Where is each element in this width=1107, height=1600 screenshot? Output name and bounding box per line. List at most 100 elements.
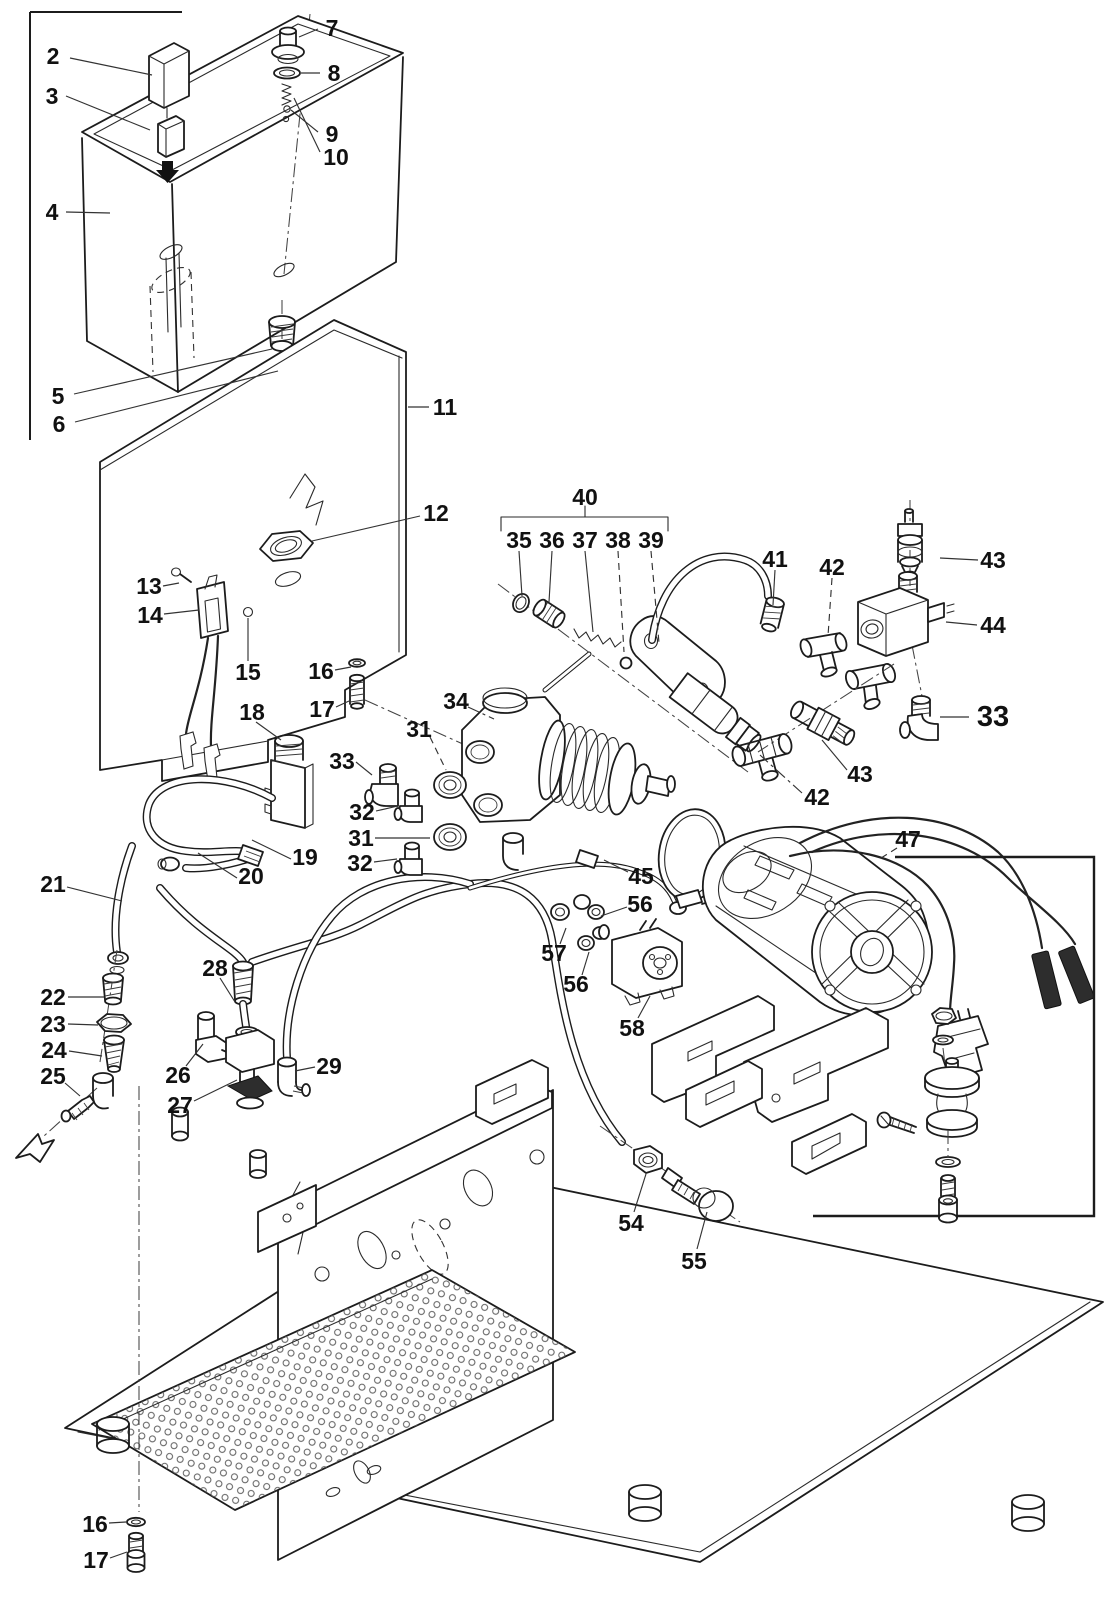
upper-hose-41 bbox=[648, 552, 897, 710]
leader-line-l12 bbox=[311, 515, 421, 542]
leader-line-l58 bbox=[637, 995, 651, 1019]
spade-connector bbox=[1058, 945, 1095, 1004]
leader-line-l25 bbox=[64, 1082, 81, 1097]
tank-inlet-valve bbox=[271, 26, 305, 123]
part-label-l31a: 31 bbox=[406, 716, 432, 742]
leader-line-l5 bbox=[73, 348, 273, 395]
part-label-l9: 9 bbox=[326, 121, 339, 147]
part-label-l12: 12 bbox=[423, 500, 449, 526]
leader-line-l3 bbox=[65, 95, 151, 131]
part-label-l37: 37 bbox=[572, 527, 598, 553]
chassis-base bbox=[64, 1059, 1104, 1573]
part-label-l42b: 42 bbox=[804, 784, 830, 810]
pump-assembly bbox=[364, 687, 676, 876]
pressure-switch-group bbox=[550, 894, 683, 1006]
leader-line-l55 bbox=[696, 1211, 708, 1250]
leader-line-l18 bbox=[255, 721, 282, 741]
part-label-l17b: 17 bbox=[83, 1547, 109, 1573]
part-label-l6: 6 bbox=[53, 411, 66, 437]
pump-clamp-ribs bbox=[538, 719, 676, 816]
pressure-switch bbox=[598, 918, 683, 1006]
part-label-l24: 24 bbox=[41, 1037, 67, 1063]
part-label-l20: 20 bbox=[238, 863, 264, 889]
leader-line-l43a bbox=[939, 557, 979, 561]
part-label-l22: 22 bbox=[40, 984, 66, 1010]
part-label-l15: 15 bbox=[235, 659, 261, 685]
spade-connector bbox=[1031, 950, 1062, 1010]
solenoid-body bbox=[264, 734, 314, 829]
part-label-l7: 7 bbox=[326, 15, 339, 41]
leader-line-l41 bbox=[772, 569, 776, 606]
leader-line-l19 bbox=[251, 839, 292, 860]
part-label-l47: 47 bbox=[895, 826, 921, 852]
leader-line-l42b bbox=[759, 754, 803, 794]
part-label-l4: 4 bbox=[46, 199, 59, 225]
valve-and-fittings bbox=[195, 960, 311, 1110]
solenoid-valve-group bbox=[731, 500, 955, 782]
leader-line-l44 bbox=[945, 621, 978, 626]
part-label-l36: 36 bbox=[539, 527, 565, 553]
level-sensor bbox=[170, 567, 254, 782]
part-label-l10: 10 bbox=[323, 144, 349, 170]
leader-line-l34 bbox=[467, 706, 495, 720]
leader-line-l38 bbox=[617, 550, 625, 653]
leader-line-l16b bbox=[108, 1521, 127, 1524]
part-label-l55: 55 bbox=[681, 1248, 707, 1274]
leader-line-l27 bbox=[193, 1079, 238, 1102]
leader-line-l16a bbox=[334, 666, 352, 671]
part-label-l56a: 56 bbox=[627, 891, 653, 917]
part-label-l34: 34 bbox=[443, 688, 469, 714]
part-label-l45: 45 bbox=[628, 863, 654, 889]
leader-line-l57 bbox=[559, 927, 567, 945]
tank-cap bbox=[148, 42, 190, 119]
leader-line-l56a bbox=[600, 906, 628, 917]
float-insert bbox=[156, 115, 185, 183]
leader-line-l43b bbox=[821, 739, 848, 771]
machine-feet bbox=[96, 1416, 1045, 1532]
leader-line-l37 bbox=[584, 550, 594, 633]
part-label-l27: 27 bbox=[167, 1092, 193, 1118]
leader-line-l56b bbox=[581, 951, 590, 976]
part-label-l39: 39 bbox=[638, 527, 664, 553]
part-label-l8: 8 bbox=[328, 60, 341, 86]
leader-line-l32b bbox=[373, 858, 398, 863]
leader-line-l29 bbox=[294, 1066, 316, 1072]
elbow-29 bbox=[277, 1056, 311, 1097]
leader-line-l24 bbox=[68, 1050, 103, 1057]
panel-screw bbox=[348, 658, 366, 710]
part-label-l57: 57 bbox=[541, 940, 567, 966]
drip-tray bbox=[91, 1269, 576, 1511]
base-screw bbox=[126, 1086, 146, 1573]
water-tank bbox=[81, 13, 404, 398]
part-label-l17a: 17 bbox=[309, 696, 335, 722]
mounting-brackets bbox=[651, 995, 980, 1224]
part-label-l54: 54 bbox=[618, 1210, 644, 1236]
part-label-l25: 25 bbox=[40, 1063, 66, 1089]
part-label-l42a: 42 bbox=[819, 554, 845, 580]
part-label-l21: 21 bbox=[40, 871, 66, 897]
part-label-l29: 29 bbox=[316, 1053, 342, 1079]
leader-line-l33a bbox=[355, 761, 373, 776]
motor bbox=[702, 816, 1095, 1091]
mounting-strip bbox=[257, 1059, 867, 1253]
leader-line-l2 bbox=[69, 57, 153, 76]
part-label-l26: 26 bbox=[165, 1062, 191, 1088]
leader-line-l35 bbox=[518, 550, 523, 597]
leader-line-l45 bbox=[603, 859, 629, 873]
leader-line-l39 bbox=[650, 550, 660, 644]
leader-line-l47 bbox=[877, 847, 898, 861]
leader-lines bbox=[64, 28, 979, 1559]
part-label-l14: 14 bbox=[137, 602, 163, 628]
part-label-l5: 5 bbox=[52, 383, 65, 409]
part-label-l19: 19 bbox=[292, 844, 318, 870]
part-label-l40: 40 bbox=[572, 484, 598, 510]
part-label-l16a: 16 bbox=[308, 658, 334, 684]
leader-line-l10 bbox=[293, 97, 321, 153]
pump-port-fittings bbox=[364, 763, 467, 876]
leader-line-l32a bbox=[375, 805, 399, 812]
part-label-l58: 58 bbox=[619, 1015, 645, 1041]
leader-line-l42a bbox=[827, 577, 833, 637]
part-label-l41: 41 bbox=[762, 546, 788, 572]
part-label-l35: 35 bbox=[506, 527, 532, 553]
